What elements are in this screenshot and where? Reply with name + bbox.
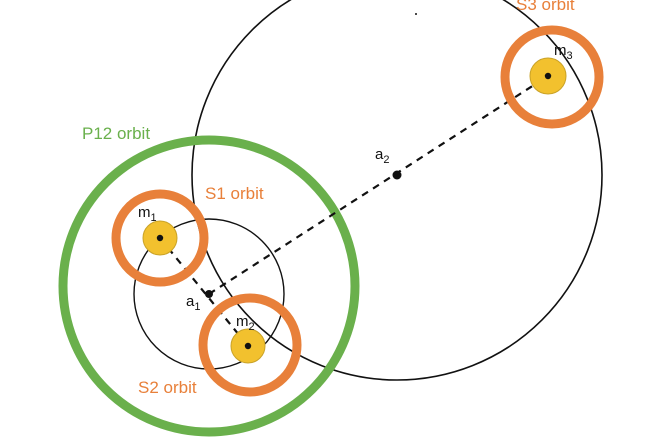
mass-m3-dot (544, 72, 552, 80)
p12-orbit-ring (58, 135, 360, 437)
mass-m2-dot (244, 342, 252, 350)
large-orbit-a2 (191, 0, 603, 381)
barycenter-a1-label: a1 (186, 293, 200, 313)
s1-orbit-label: S1 orbit (205, 184, 264, 203)
mass-m3-label: m3 (554, 42, 573, 62)
barycenter-a1-dot (205, 290, 213, 298)
dashed-line-m1-m2 (159, 237, 249, 347)
s3-orbit-label: S3 orbit (516, 0, 575, 14)
mass-m1-label: m1 (138, 204, 157, 224)
dashed-line-a1-a2 (208, 75, 549, 295)
speck-dot (415, 13, 417, 15)
p12-orbit-label: P12 orbit (82, 124, 150, 143)
s3-orbit-ring (500, 25, 604, 129)
s1-orbit-ring (111, 189, 209, 287)
barycenter-a2-label: a2 (375, 146, 389, 166)
barycenter-a2-dot (392, 170, 402, 180)
mass-m1-dot (156, 234, 164, 242)
mass-m2-label: m2 (236, 313, 255, 333)
s2-orbit-ring (198, 293, 302, 397)
s2-orbit-label: S2 orbit (138, 378, 197, 397)
